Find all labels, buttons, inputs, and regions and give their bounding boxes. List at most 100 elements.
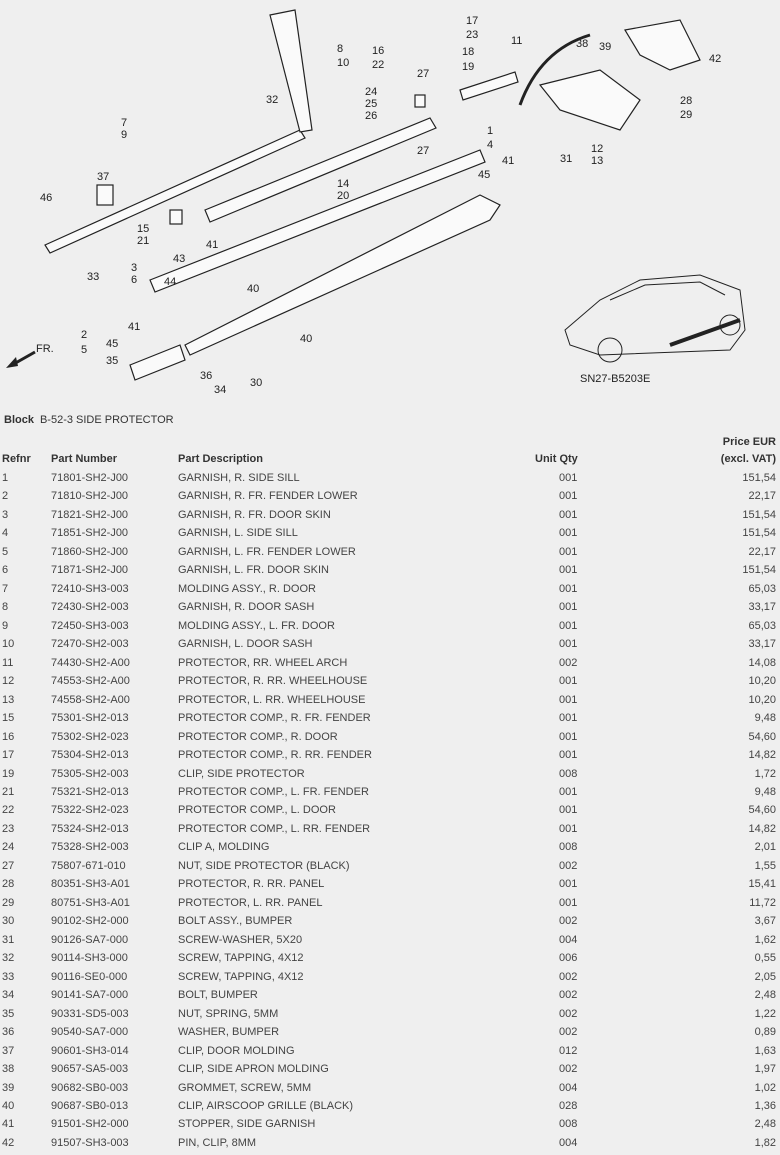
cell-qty: 001 [559,527,578,540]
cell-qty: 001 [559,712,578,725]
cell-price: 2,48 [754,1118,776,1131]
callout-10: 10 [337,57,349,69]
cell-refnr: 30 [2,915,15,928]
cell-description: PROTECTOR COMP., L. FR. FENDER [178,785,369,798]
cell-price: 1,62 [754,933,776,946]
cell-description: GARNISH, L. FR. DOOR SKIN [178,564,329,577]
callout-22: 22 [372,59,384,71]
cell-part-number: 71860-SH2-J00 [51,545,129,558]
cell-price: 1,02 [754,1081,776,1094]
cell-description: PROTECTOR, L. RR. WHEELHOUSE [178,693,366,706]
cell-part-number: 71871-SH2-J00 [51,564,129,577]
callout-39: 39 [599,41,611,53]
cell-qty: 008 [559,1118,578,1131]
cell-qty: 001 [559,508,578,521]
cell-part-number: 90141-SA7-000 [51,989,129,1002]
callout-21: 21 [137,235,149,247]
cell-refnr: 37 [2,1044,15,1057]
callout-27: 27 [417,145,429,157]
callout-31: 31 [560,153,572,165]
cell-description: MOLDING ASSY., R. DOOR [178,582,316,595]
cell-part-number: 90657-SA5-003 [51,1063,129,1076]
cell-refnr: 17 [2,749,15,762]
cell-refnr: 35 [2,1007,15,1020]
callout-34: 34 [214,384,226,396]
cell-price: 54,60 [748,730,776,743]
callout-11: 11 [511,35,522,47]
cell-description: PROTECTOR, RR. WHEEL ARCH [178,656,348,669]
cell-part-number: 75321-SH2-013 [51,785,129,798]
cell-price: 14,82 [748,749,776,762]
cell-description: MOLDING ASSY., L. FR. DOOR [178,619,335,632]
cell-part-number: 74430-SH2-A00 [51,656,130,669]
cell-description: PROTECTOR COMP., L. DOOR [178,804,336,817]
callout-41: 41 [206,239,218,251]
cell-price: 14,82 [748,822,776,835]
callout-18: 18 [462,46,474,58]
cell-qty: 002 [559,1063,578,1076]
wheelhouse-part [538,69,641,131]
side-sill-part [184,194,501,356]
fender-lower-part [129,344,186,381]
cell-description: GARNISH, R. SIDE SILL [178,472,300,484]
cell-part-number: 72410-SH3-003 [51,582,129,595]
cell-description: SCREW, TAPPING, 4X12 [178,952,304,965]
cell-part-number: 71810-SH2-J00 [51,490,129,503]
cell-refnr: 1 [2,472,9,484]
rear-panel-part [624,19,701,71]
cell-part-number: 75807-671-010 [51,859,126,872]
cell-part-number: 80751-SH3-A01 [51,896,130,909]
cell-qty: 028 [559,1099,578,1112]
cell-part-number: 90126-SA7-000 [51,933,129,946]
wheel-arch-part [518,33,591,106]
cell-price: 10,20 [748,693,776,706]
cell-description: PROTECTOR COMP., R. RR. FENDER [178,749,372,762]
callout-7: 7 [121,117,127,129]
cell-price: 10,20 [748,675,776,688]
cell-price: 9,48 [754,712,776,725]
cell-description: WASHER, BUMPER [178,1026,280,1039]
cell-part-number: 71851-SH2-J00 [51,527,129,540]
clip-part [414,94,426,108]
cell-refnr: 24 [2,841,15,854]
callout-8: 8 [337,43,343,55]
cell-part-number: 75328-SH2-003 [51,841,129,854]
cell-price: 2,48 [754,989,776,1002]
cell-qty: 001 [559,582,578,595]
garnish-sash-part [269,9,313,133]
cell-part-number: 90331-SD5-003 [51,1007,129,1020]
cell-qty: 001 [559,472,578,484]
cell-refnr: 6 [2,564,9,577]
cell-refnr: 13 [2,693,15,706]
cell-refnr: 16 [2,730,15,743]
callout-3: 3 [131,262,137,274]
cell-refnr: 40 [2,1099,15,1112]
cell-description: PROTECTOR, R. RR. PANEL [178,878,325,891]
cell-refnr: 11 [2,656,14,669]
callout-42: 42 [709,53,721,65]
callout-41: 41 [502,155,514,167]
cell-part-number: 74558-SH2-A00 [51,693,130,706]
cell-qty: 001 [559,749,578,762]
cell-price: 1,97 [754,1063,776,1076]
callout-45: 45 [478,169,490,181]
cell-price: 65,03 [748,582,776,595]
callout-40: 40 [300,333,312,345]
cell-description: GARNISH, R. DOOR SASH [178,601,315,614]
cell-part-number: 75324-SH2-013 [51,822,129,835]
cell-qty: 008 [559,841,578,854]
cell-description: PROTECTOR, L. RR. PANEL [178,896,323,909]
cell-refnr: 27 [2,859,15,872]
callout-16: 16 [372,45,384,57]
cell-part-number: 90102-SH2-000 [51,915,129,928]
